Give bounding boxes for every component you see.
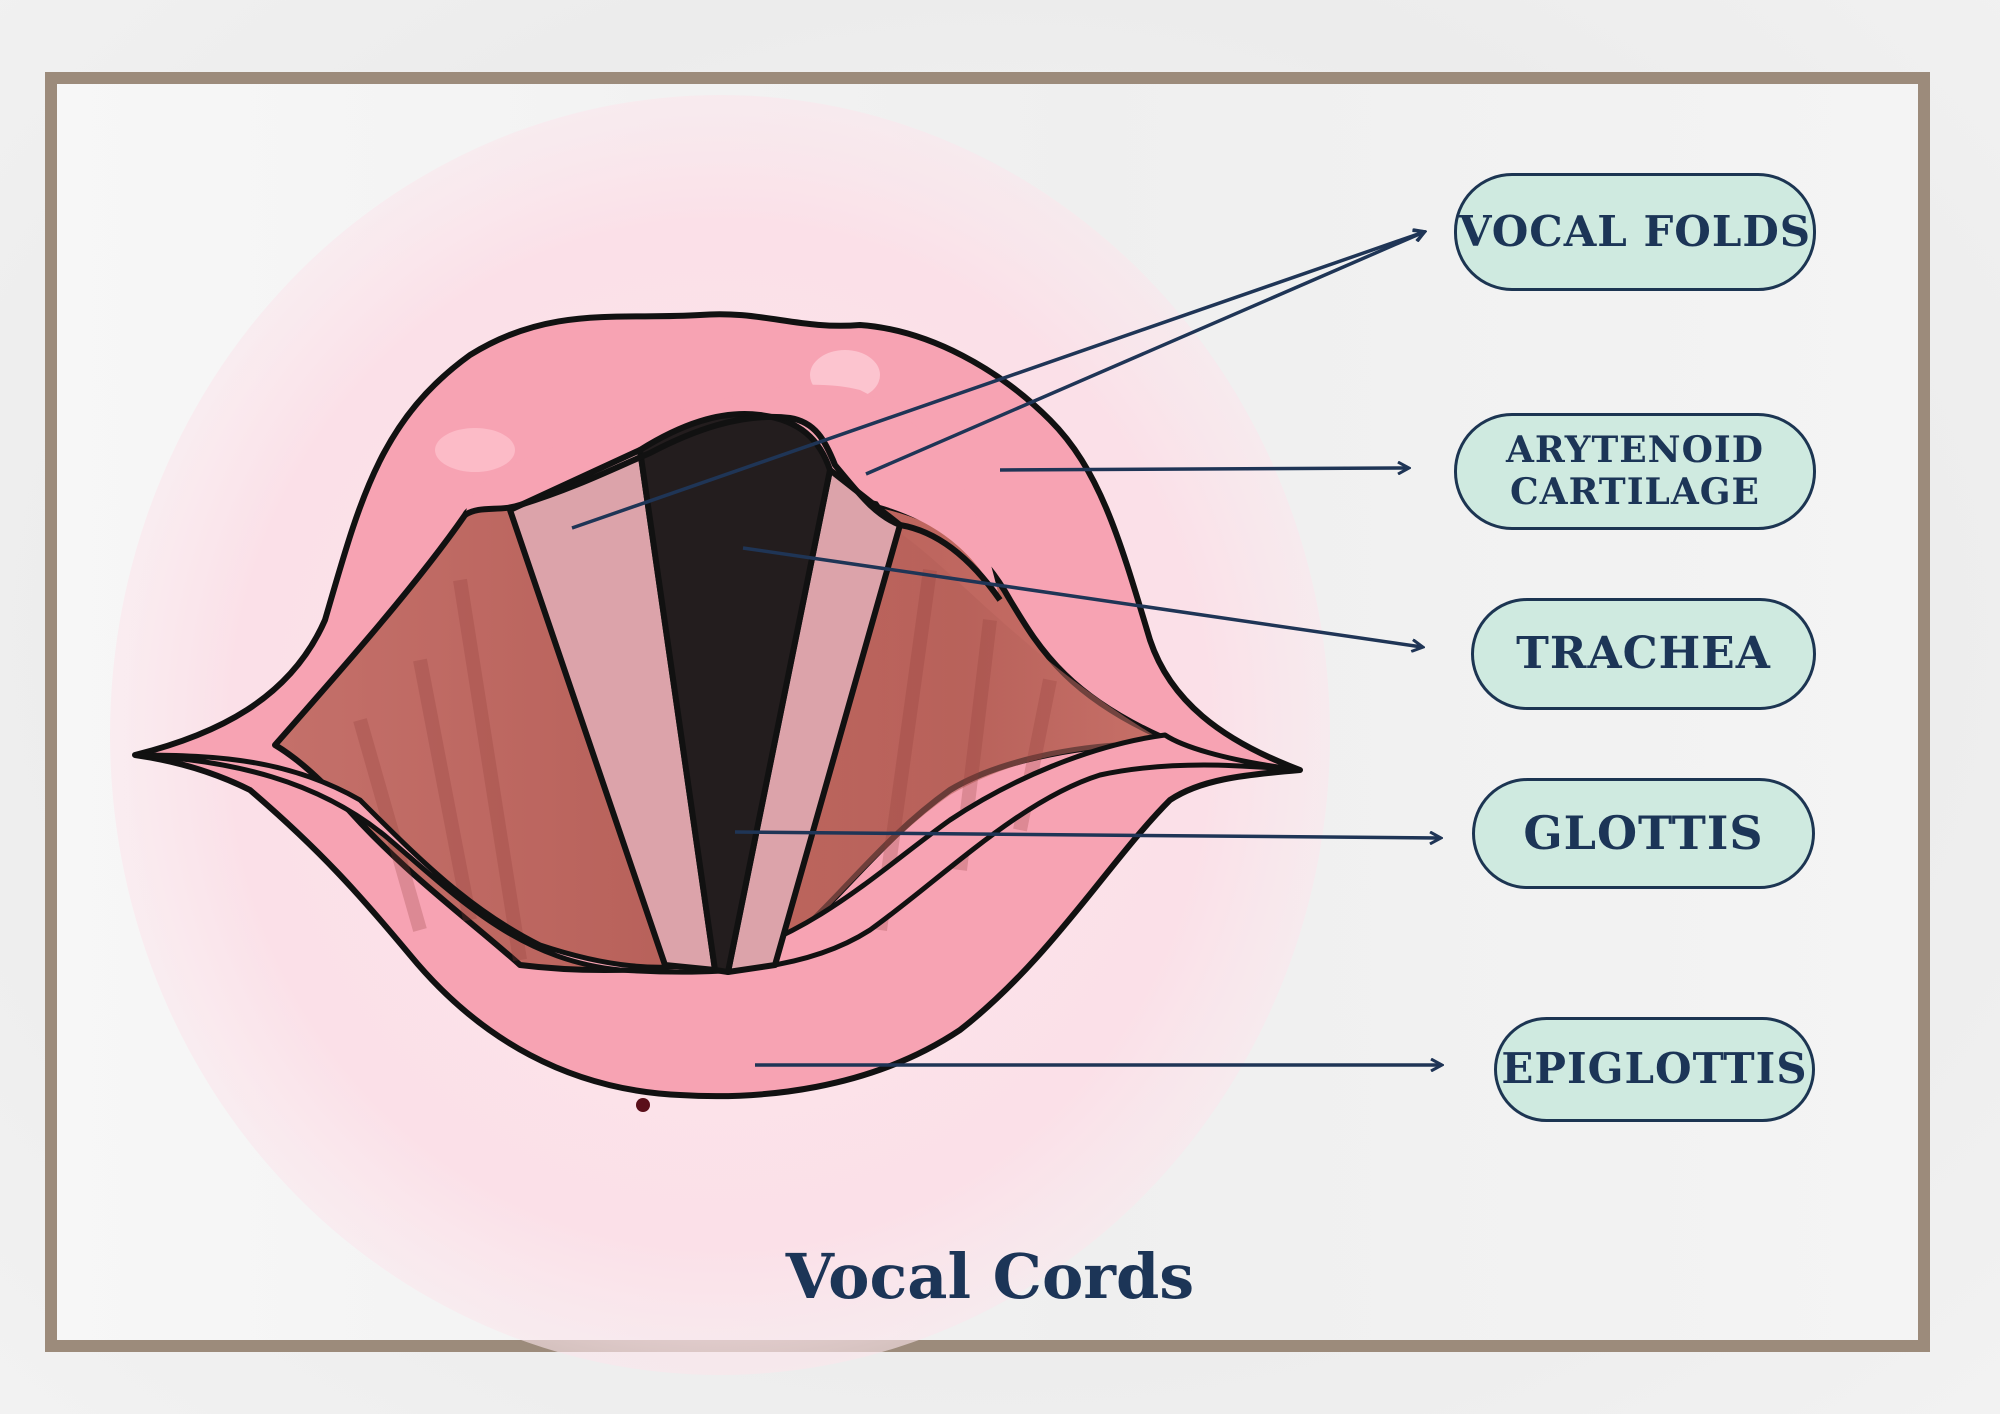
label-epiglottis: EPIGLOTTIS: [1494, 1017, 1815, 1122]
arrow-vocal-folds-right: [865, 232, 1424, 476]
arrow-trachea: [742, 546, 1422, 647]
arrow-vocal-folds-left: [571, 232, 1424, 530]
lower-rim: [132, 732, 1303, 975]
label-glottis: GLOTTIS: [1472, 778, 1815, 889]
small-dot: [636, 1098, 650, 1112]
label-trachea: TRACHEA: [1471, 598, 1816, 710]
label-trachea-text: TRACHEA: [1516, 627, 1771, 679]
upper-rim-fold: [465, 384, 1000, 600]
label-arytenoid-cartilage-text: ARYTENOID CARTILAGE: [1506, 429, 1764, 513]
label-arytenoid-cartilage: ARYTENOID CARTILAGE: [1454, 413, 1816, 530]
tissue-highlight-left: [435, 428, 515, 472]
diagram-title: Vocal Cords: [785, 1240, 1195, 1313]
label-glottis-text: GLOTTIS: [1523, 806, 1764, 861]
arrow-arytenoid: [999, 468, 1408, 470]
label-epiglottis-text: EPIGLOTTIS: [1501, 1044, 1808, 1094]
label-vocal-folds: VOCAL FOLDS: [1454, 173, 1816, 291]
arrow-glottis: [734, 830, 1440, 838]
label-vocal-folds-text: VOCAL FOLDS: [1458, 206, 1812, 256]
pointer-arrows: [571, 232, 1441, 1065]
upper-rim-outline: [463, 413, 1003, 602]
